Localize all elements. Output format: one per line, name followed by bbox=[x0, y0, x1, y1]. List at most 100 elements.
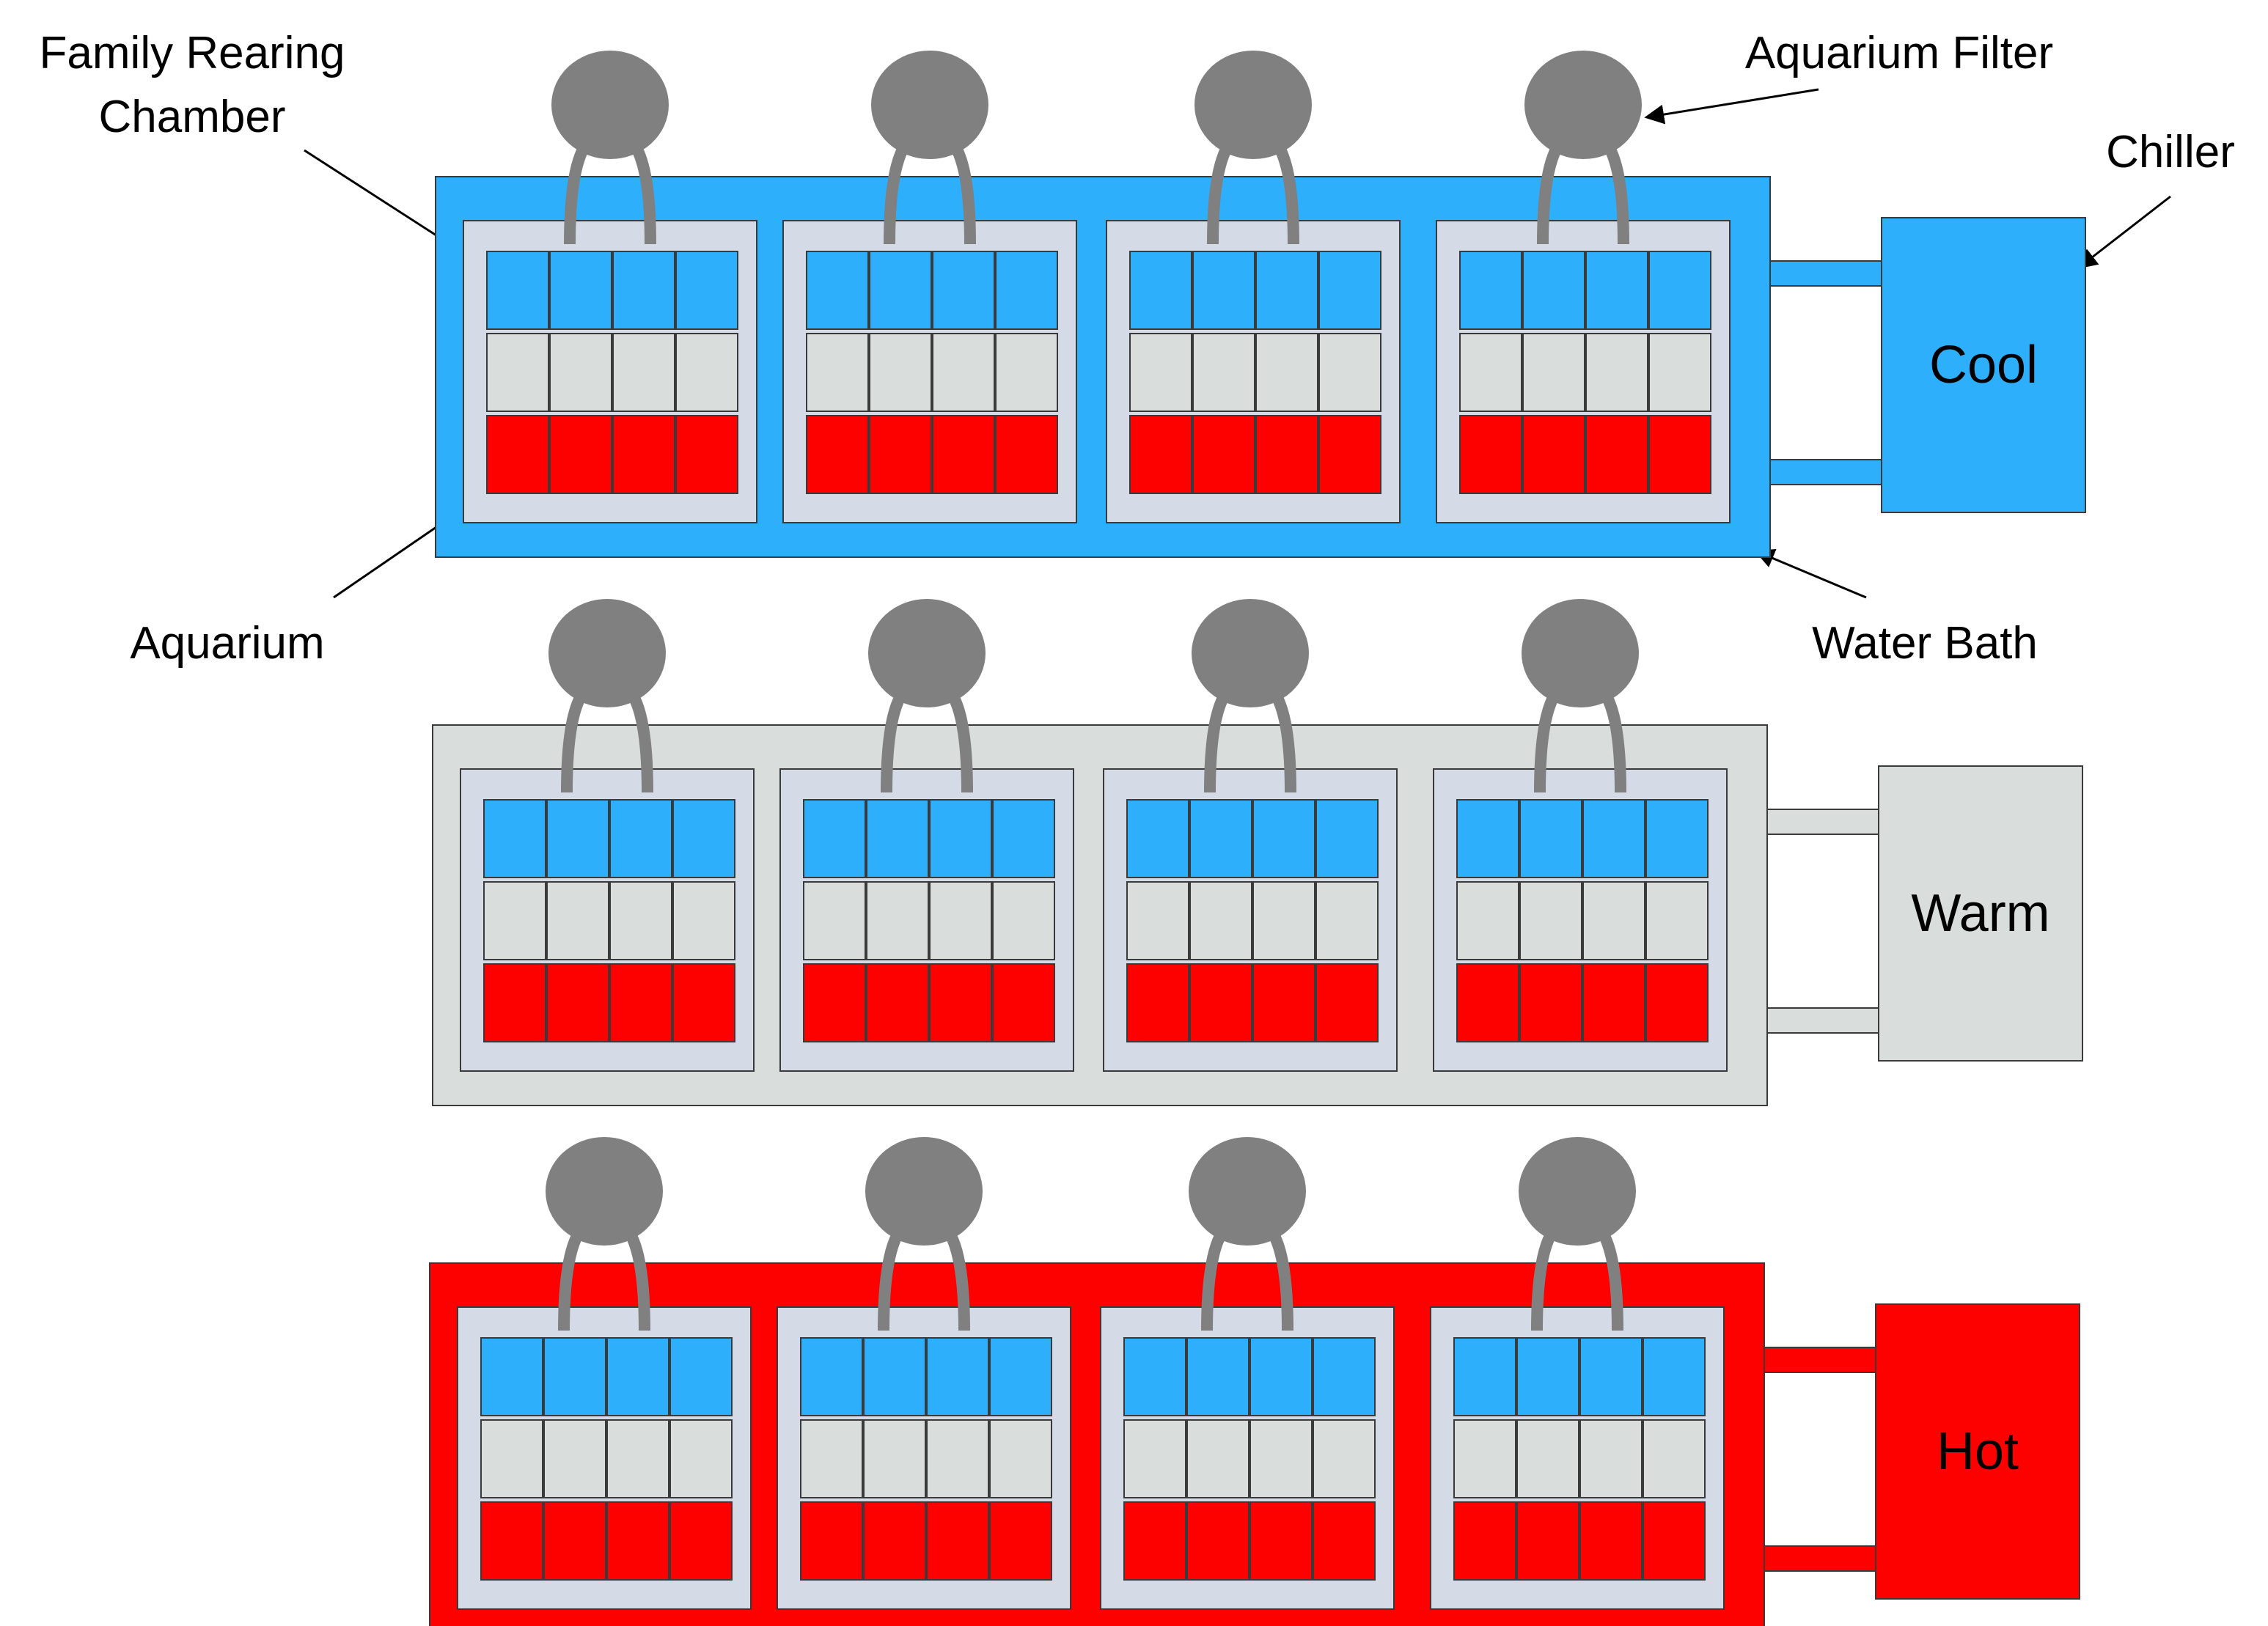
family-rearing-chamber bbox=[672, 881, 735, 960]
family-rearing-chamber bbox=[1255, 333, 1318, 412]
family-rearing-chamber bbox=[866, 881, 929, 960]
family-rearing-chamber bbox=[543, 1337, 606, 1416]
family-rearing-chamber bbox=[869, 415, 932, 494]
aquarium-filter bbox=[546, 1137, 663, 1246]
family-rearing-chamber bbox=[675, 251, 738, 330]
family-rearing-chamber bbox=[483, 881, 546, 960]
family-rearing-chamber bbox=[932, 251, 995, 330]
family-rearing-chamber bbox=[1516, 1337, 1579, 1416]
family-rearing-chamber bbox=[1126, 881, 1189, 960]
bath-hot: Hot bbox=[429, 1137, 2080, 1626]
family-rearing-chamber bbox=[1516, 1419, 1579, 1498]
chiller-label: Chiller bbox=[2106, 127, 2235, 177]
water-bath-pointer bbox=[1754, 548, 1867, 599]
family-rearing-chamber bbox=[543, 1419, 606, 1498]
family-rearing-chamber bbox=[1129, 251, 1192, 330]
family-rearing-chamber bbox=[1249, 1419, 1313, 1498]
family-rearing-chamber bbox=[1522, 251, 1585, 330]
family-rearing-chamber-label-line1: Family Rearing bbox=[40, 28, 345, 78]
family-rearing-chamber bbox=[989, 1419, 1052, 1498]
aquarium-filter bbox=[1194, 51, 1312, 159]
family-rearing-chamber bbox=[669, 1337, 733, 1416]
family-rearing-chamber bbox=[480, 1419, 543, 1498]
pipe-upper-hot bbox=[1764, 1347, 1876, 1373]
family-rearing-chamber bbox=[1318, 333, 1381, 412]
family-rearing-chamber bbox=[1315, 799, 1379, 878]
family-rearing-chamber bbox=[1459, 251, 1522, 330]
family-rearing-chamber bbox=[932, 415, 995, 494]
family-rearing-chamber bbox=[1519, 963, 1582, 1042]
family-rearing-chamber bbox=[669, 1419, 733, 1498]
family-rearing-chamber bbox=[1582, 799, 1645, 878]
family-rearing-chamber bbox=[612, 415, 675, 494]
aquarium bbox=[1436, 51, 1731, 523]
chiller-hot bbox=[1875, 1303, 2080, 1600]
family-rearing-chamber bbox=[612, 333, 675, 412]
family-rearing-chamber bbox=[869, 333, 932, 412]
chiller-label-hot: Hot bbox=[1937, 1422, 2019, 1481]
family-rearing-chamber bbox=[1126, 799, 1189, 878]
family-rearing-chamber bbox=[926, 1419, 989, 1498]
family-rearing-chamber bbox=[1585, 251, 1648, 330]
family-rearing-chamber bbox=[1129, 415, 1192, 494]
family-rearing-chamber bbox=[546, 963, 609, 1042]
family-rearing-chamber bbox=[992, 881, 1055, 960]
family-rearing-chamber bbox=[1255, 415, 1318, 494]
aquarium bbox=[1106, 51, 1401, 523]
family-rearing-chamber bbox=[1453, 1501, 1516, 1581]
aquarium bbox=[463, 51, 757, 523]
family-rearing-chamber bbox=[1249, 1501, 1313, 1581]
family-rearing-chamber bbox=[543, 1501, 606, 1581]
family-rearing-chamber bbox=[803, 963, 866, 1042]
family-rearing-chamber bbox=[995, 333, 1058, 412]
aquarium bbox=[457, 1137, 752, 1610]
family-rearing-chamber bbox=[672, 963, 735, 1042]
bath-cool: Cool bbox=[435, 51, 2086, 558]
aquarium-filter bbox=[1524, 51, 1642, 159]
family-rearing-chamber bbox=[869, 251, 932, 330]
chiller-label-cool: Cool bbox=[1929, 336, 2038, 394]
family-rearing-chamber bbox=[1252, 963, 1315, 1042]
family-rearing-chamber bbox=[1585, 333, 1648, 412]
family-rearing-chamber bbox=[1459, 415, 1522, 494]
family-rearing-chamber bbox=[486, 415, 549, 494]
family-rearing-chamber bbox=[606, 1337, 669, 1416]
family-rearing-chamber bbox=[1648, 333, 1711, 412]
family-rearing-chamber bbox=[929, 963, 992, 1042]
family-rearing-chamber bbox=[483, 799, 546, 878]
family-rearing-chamber bbox=[609, 963, 672, 1042]
family-rearing-chamber bbox=[669, 1501, 733, 1581]
family-rearing-chamber bbox=[800, 1501, 863, 1581]
family-rearing-chamber bbox=[1192, 333, 1255, 412]
family-rearing-chamber bbox=[1123, 1501, 1186, 1581]
aquarium-filter bbox=[871, 51, 988, 159]
aquarium-filter bbox=[548, 599, 666, 707]
family-rearing-chamber bbox=[1315, 963, 1379, 1042]
family-rearing-chamber bbox=[800, 1337, 863, 1416]
family-rearing-chamber bbox=[806, 251, 869, 330]
family-rearing-chamber bbox=[1522, 333, 1585, 412]
family-rearing-chamber bbox=[1252, 881, 1315, 960]
family-rearing-chamber bbox=[1186, 1501, 1249, 1581]
family-rearing-chamber bbox=[486, 251, 549, 330]
family-rearing-chamber bbox=[1313, 1419, 1376, 1498]
family-rearing-chamber-label-line2: Chamber bbox=[99, 92, 286, 142]
family-rearing-chamber bbox=[549, 251, 612, 330]
family-rearing-chamber bbox=[1648, 415, 1711, 494]
aquarium-filter-label: Aquarium Filter bbox=[1745, 28, 2053, 78]
family-rearing-chamber bbox=[1318, 251, 1381, 330]
family-rearing-chamber bbox=[1522, 415, 1585, 494]
aquarium bbox=[1430, 1137, 1725, 1610]
family-rearing-chamber bbox=[1192, 415, 1255, 494]
bath-warm: Warm bbox=[432, 599, 2083, 1106]
pipe-lower-warm bbox=[1766, 1007, 1879, 1034]
family-rearing-chamber bbox=[1186, 1419, 1249, 1498]
family-rearing-chamber bbox=[1453, 1337, 1516, 1416]
family-rearing-chamber bbox=[1186, 1337, 1249, 1416]
pipe-upper-warm bbox=[1766, 809, 1879, 835]
family-rearing-chamber bbox=[1255, 251, 1318, 330]
annotations: Family Rearing Chamber Aquarium Filter C… bbox=[40, 28, 2235, 669]
aquarium bbox=[1433, 599, 1728, 1072]
family-rearing-chamber bbox=[1249, 1337, 1313, 1416]
chiller-label-warm: Warm bbox=[1911, 884, 2049, 943]
